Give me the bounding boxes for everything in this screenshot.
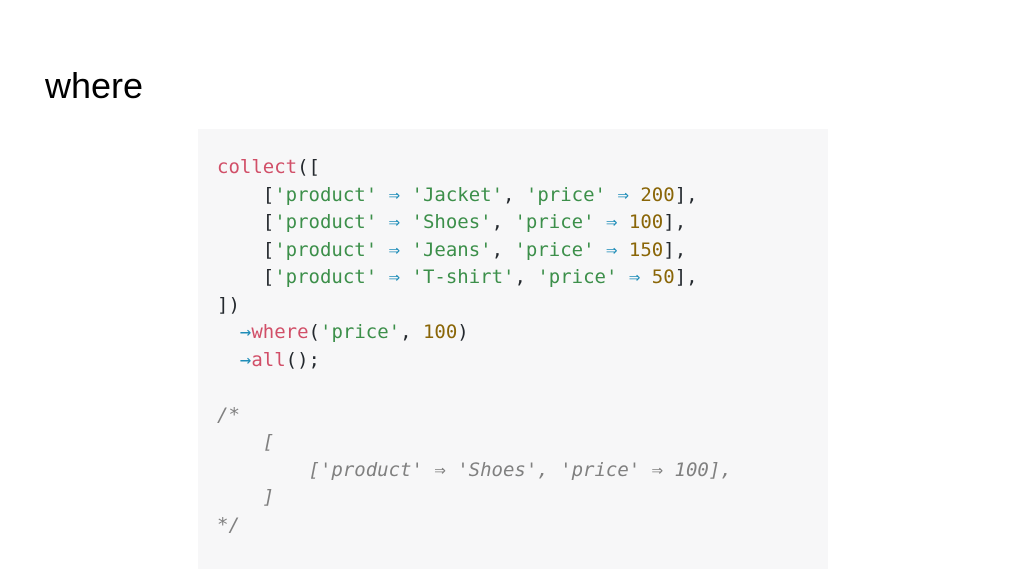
- string-token: 'product': [274, 183, 378, 206]
- number-token: 150: [628, 238, 664, 261]
- arrow-token: →: [239, 348, 252, 371]
- punctuation-token: [: [217, 238, 275, 261]
- string-token: 'product': [274, 238, 378, 261]
- punctuation-token: ,: [400, 321, 423, 343]
- string-token: 'Shoes': [411, 211, 492, 233]
- punctuation-token: [595, 211, 606, 233]
- code-line: ]: [217, 484, 828, 512]
- punctuation-token: ();: [285, 348, 320, 371]
- comment-token: /*: [217, 403, 240, 426]
- punctuation-token: [: [217, 211, 275, 233]
- punctuation-token: ,: [491, 211, 515, 233]
- comment-token: [: [217, 431, 275, 453]
- function-token: where: [251, 321, 309, 343]
- punctuation-token: ],: [674, 183, 698, 206]
- punctuation-token: [400, 184, 411, 206]
- string-token: 'Jacket': [411, 183, 504, 206]
- code-line: ]): [217, 292, 828, 320]
- code-line: →all();: [217, 347, 828, 375]
- punctuation-token: [595, 239, 606, 261]
- string-token: 'T-shirt': [411, 266, 515, 288]
- number-token: 50: [651, 266, 675, 288]
- string-token: 'price': [537, 266, 618, 288]
- string-token: 'Jeans': [411, 238, 492, 261]
- punctuation-token: [400, 266, 411, 288]
- string-token: 'product': [274, 211, 378, 233]
- function-token: all: [251, 348, 286, 371]
- punctuation-token: [: [217, 183, 275, 206]
- punctuation-token: [217, 321, 240, 343]
- punctuation-token: [377, 239, 388, 261]
- code-line: →where('price', 100): [217, 319, 828, 347]
- arrow-token: ⇒: [628, 266, 641, 288]
- arrow-token: ⇒: [388, 211, 401, 233]
- punctuation-token: [400, 211, 411, 233]
- code-line: /*: [217, 402, 828, 430]
- punctuation-token: ,: [514, 266, 538, 288]
- code-listing: collect([ ['product' ⇒ 'Jacket', 'price'…: [217, 154, 828, 539]
- comment-token: */: [217, 513, 240, 536]
- punctuation-token: [640, 266, 651, 288]
- arrow-token: →: [239, 321, 252, 343]
- arrow-token: ⇒: [388, 266, 401, 288]
- code-line: ['product' ⇒ 'Shoes', 'price' ⇒ 100],: [217, 457, 828, 485]
- string-token: 'price': [525, 183, 606, 206]
- number-token: 100: [422, 321, 458, 343]
- punctuation-token: [377, 211, 388, 233]
- string-token: 'product': [274, 266, 378, 288]
- number-token: 200: [640, 183, 675, 206]
- function-token: collect: [217, 156, 298, 178]
- number-token: 100: [628, 211, 664, 233]
- punctuation-token: [217, 349, 240, 371]
- comment-token: ['product' ⇒ 'Shoes', 'price' ⇒ 100],: [217, 458, 732, 481]
- code-line: ['product' ⇒ 'Jacket', 'price' ⇒ 200],: [217, 182, 828, 210]
- code-line: collect([: [217, 154, 828, 182]
- punctuation-token: [400, 239, 411, 261]
- punctuation-token: ): [457, 321, 469, 343]
- arrow-token: ⇒: [606, 238, 618, 261]
- string-token: 'price': [514, 238, 595, 261]
- punctuation-token: [617, 211, 628, 233]
- string-token: 'price': [320, 321, 401, 343]
- punctuation-token: ]): [217, 293, 240, 316]
- code-line: [217, 374, 828, 402]
- code-line: ['product' ⇒ 'Shoes', 'price' ⇒ 100],: [217, 209, 828, 237]
- arrow-token: ⇒: [606, 211, 618, 233]
- slide-title: where: [45, 65, 144, 106]
- punctuation-token: [617, 266, 628, 288]
- punctuation-token: ],: [663, 211, 687, 233]
- punctuation-token: ],: [674, 266, 698, 288]
- arrow-token: ⇒: [388, 183, 401, 206]
- punctuation-token: ,: [503, 183, 526, 206]
- code-line: [: [217, 429, 828, 457]
- string-token: 'price': [514, 211, 595, 233]
- arrow-token: ⇒: [617, 183, 629, 206]
- code-line: ['product' ⇒ 'T-shirt', 'price' ⇒ 50],: [217, 264, 828, 292]
- code-line: */: [217, 512, 828, 540]
- arrow-token: ⇒: [388, 238, 401, 261]
- punctuation-token: ],: [663, 238, 687, 261]
- punctuation-token: [: [217, 266, 275, 288]
- punctuation-token: ,: [491, 238, 515, 261]
- comment-token: ]: [217, 486, 275, 508]
- punctuation-token: [377, 184, 388, 206]
- punctuation-token: [377, 266, 388, 288]
- punctuation-token: ([: [297, 156, 320, 178]
- punctuation-token: [606, 184, 617, 206]
- punctuation-token: [617, 239, 628, 261]
- code-line: ['product' ⇒ 'Jeans', 'price' ⇒ 150],: [217, 237, 828, 265]
- code-block: collect([ ['product' ⇒ 'Jacket', 'price'…: [198, 129, 828, 569]
- punctuation-token: (: [308, 321, 320, 343]
- punctuation-token: [629, 184, 640, 206]
